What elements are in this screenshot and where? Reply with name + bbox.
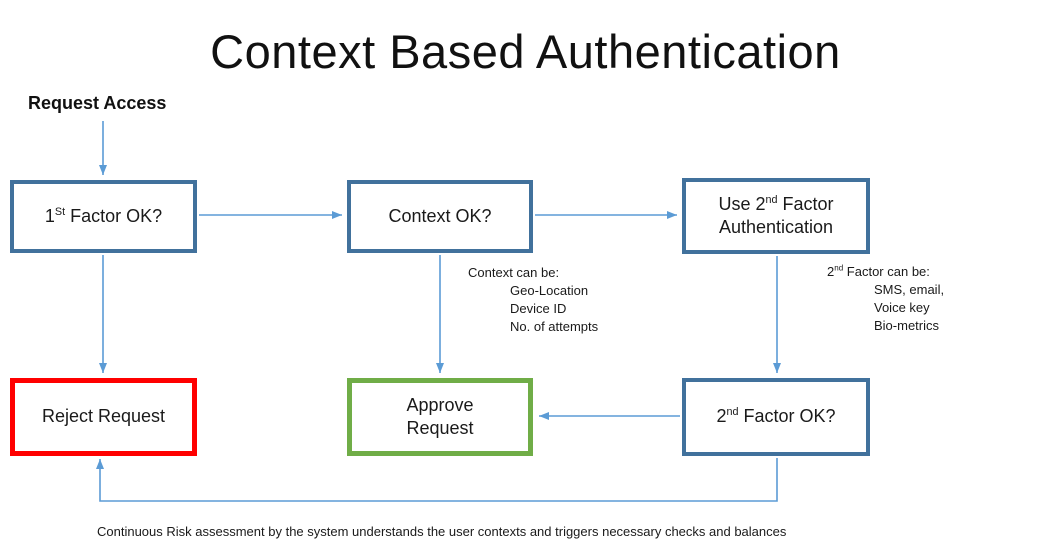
- reject-request-label: Reject Request: [41, 406, 166, 427]
- second-factor-annotation-item: Voice key: [874, 299, 930, 315]
- approve-request-line1: Approve: [406, 394, 474, 415]
- arrow-second-ok-to-reject-loop: [96, 458, 778, 502]
- context-annotation-item: Geo-Location: [510, 282, 589, 298]
- second-factor-annotation-item: SMS, email,: [874, 281, 945, 297]
- use-second-factor-box: Use 2nd Factor Authentication: [682, 178, 870, 254]
- page-title: Context Based Authentication: [210, 25, 841, 78]
- reject-request-box: Reject Request: [10, 378, 197, 456]
- second-factor-ok-label: 2nd Factor OK?: [716, 406, 836, 427]
- second-factor-annotation-item: Bio-metrics: [874, 317, 940, 333]
- approve-request-box: Approve Request: [347, 378, 533, 456]
- second-factor-ok-box: 2nd Factor OK?: [682, 378, 870, 456]
- request-access-label: Request Access: [28, 93, 167, 113]
- approve-request-label: Approve Request: [406, 394, 473, 441]
- second-factor-annotation: 2nd Factor can be: SMS, email, Voice key…: [827, 263, 944, 335]
- context-ok-box: Context OK?: [347, 180, 533, 253]
- second-factor-annotation-heading: 2nd Factor can be:: [827, 263, 930, 279]
- first-factor-label: 1St Factor OK?: [44, 205, 163, 226]
- context-annotation-heading: Context can be:: [468, 265, 560, 280]
- context-ok-label: Context OK?: [388, 205, 492, 226]
- use-second-factor-line2: Authentication: [718, 217, 834, 237]
- context-annotation: Context can be: Geo-Location Device ID N…: [468, 264, 598, 336]
- approve-request-line2: Request: [406, 418, 474, 438]
- use-second-factor-label: Use 2nd Factor Authentication: [718, 193, 833, 240]
- context-annotation-item: Device ID: [510, 300, 567, 316]
- use-second-factor-line1: Use 2nd Factor: [718, 193, 834, 214]
- first-factor-box: 1St Factor OK?: [10, 180, 197, 253]
- context-annotation-item: No. of attempts: [510, 318, 599, 334]
- footer-caption: Continuous Risk assessment by the system…: [97, 524, 787, 539]
